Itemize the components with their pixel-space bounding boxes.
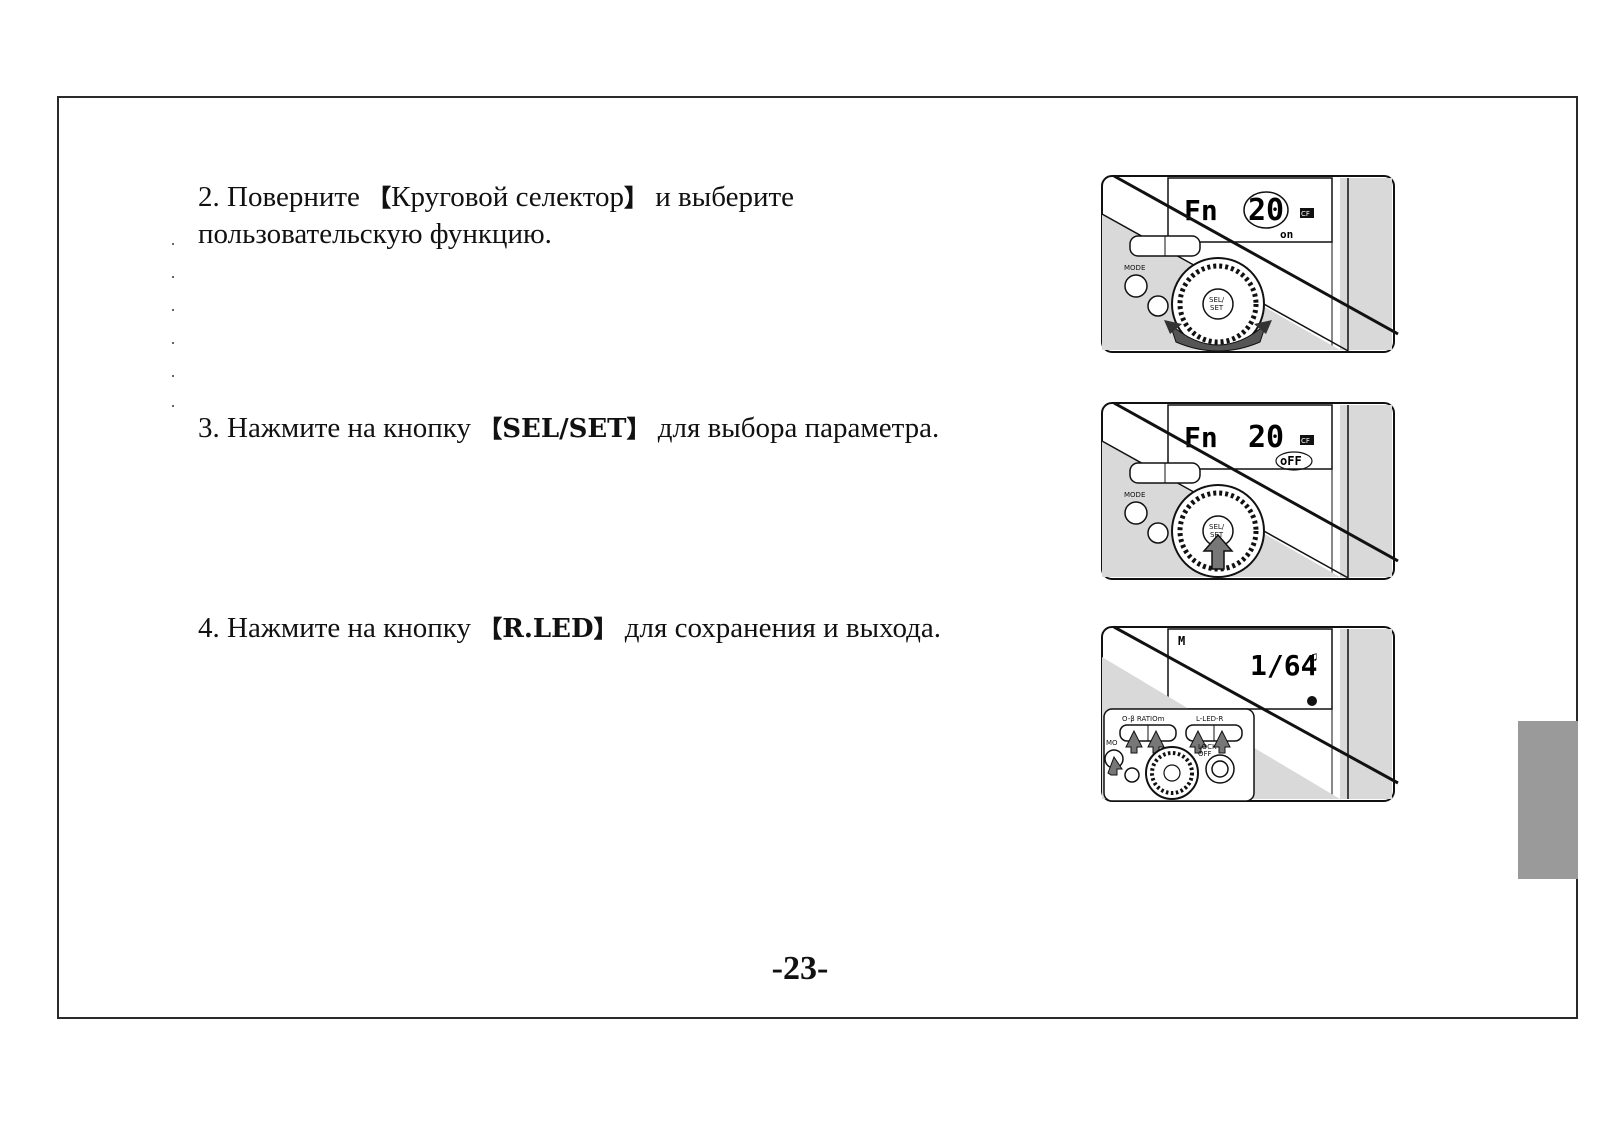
lock-label: LOCK [1198,743,1217,751]
indicator-icon [1307,696,1317,706]
page-frame [57,96,1578,1019]
margin-mark [172,276,174,278]
figure-rotate-dial: Fn 20 CF on MODE SEL/ SET [1100,174,1400,356]
selector-dial-icon: SEL/ SET [1171,484,1265,578]
lcd-state: oFF [1280,454,1302,468]
bracket-open: 【 [367,184,392,212]
lcd-value: 20 [1248,193,1284,228]
step-text-line-2: пользовательскую функцию. [198,218,552,250]
svg-text:CF: CF [1301,210,1310,218]
margin-mark [172,243,174,245]
rled-button-label: L-LED-R [1196,715,1224,723]
control-name: Круговой селектор [391,181,625,213]
off-label: OFF [1198,750,1212,758]
section-tab [1518,721,1578,879]
bracket-open: 【 [478,615,503,643]
mode-button-icon [1124,501,1148,525]
step-3-text: 3. Нажмите на кнопку 【SEL/SET】 для выбор… [198,410,1078,447]
press-arrow-icon [1125,729,1143,754]
lcd-value: 1/64 [1250,649,1317,682]
bracket-open: 【 [478,415,503,443]
mode-label: MO [1106,739,1118,747]
step-number: 2. [198,181,220,213]
press-arrow-icon [1189,729,1207,754]
ratio-button-label: O-β RATIOm [1122,715,1165,723]
lcd-value: 20 [1248,420,1284,455]
step-text: для сохранения и выхода. [624,612,942,644]
lcd-mode: M [1178,634,1185,648]
margin-mark [172,342,174,344]
mode-button-icon [1124,274,1148,298]
flash-button-icon [1124,767,1140,783]
margin-mark [172,405,174,407]
selector-dial-icon [1145,746,1199,800]
cf-badge [1300,435,1314,445]
flash-button-icon [1147,522,1169,544]
svg-text:SEL/: SEL/ [1209,296,1225,304]
svg-text:SET: SET [1210,304,1224,312]
step-text: для выбора параметра. [657,412,940,444]
press-arrow-icon [1107,755,1123,776]
music-note-icon: ♫ [1308,650,1319,665]
lcd-fn-label: Fn [1184,194,1218,227]
press-arrow-icon [1202,533,1234,570]
step-text: и выберите [655,181,795,213]
step-text: Поверните [227,181,360,213]
step-number: 3. [198,412,220,444]
highlight-circle-icon [1243,191,1289,229]
selector-dial-icon: SEL/ SET [1171,257,1265,351]
margin-mark [172,375,174,377]
flash-button-icon [1147,295,1169,317]
bracket-close: 】 [626,415,651,443]
cf-badge [1300,208,1314,218]
bracket-close: 】 [593,615,618,643]
margin-mark [172,309,174,311]
svg-text:SET: SET [1210,531,1224,539]
control-name: SEL/SET [502,414,627,444]
mode-label: MODE [1124,264,1145,272]
lcd-fn-label: Fn [1184,421,1218,454]
control-name: R.LED [502,614,594,644]
rotate-arrow-icon [1168,322,1268,352]
figure-press-rled: M 1/64 ♫ O-β RATIOm L-LED-R MO LOCK OFF [1100,625,1400,805]
mode-label: MODE [1124,491,1145,499]
figure-press-selset: Fn 20 CF oFF MODE SEL/ SET [1100,401,1400,583]
step-number: 4. [198,612,220,644]
bracket-close: 】 [624,184,649,212]
step-text: Нажмите на кнопку [227,612,471,644]
lcd-state: on [1280,228,1293,241]
svg-text:SEL/: SEL/ [1209,523,1225,531]
svg-text:CF: CF [1301,437,1310,445]
highlight-circle-icon [1275,451,1313,471]
step-2-text: 2. Поверните 【Круговой селектор】 и выбер… [198,179,898,252]
press-arrow-icon [1213,729,1231,754]
page-number: -23- [771,950,829,987]
step-text: Нажмите на кнопку [227,412,471,444]
step-4-text: 4. Нажмите на кнопку 【R.LED】 для сохране… [198,610,1078,647]
